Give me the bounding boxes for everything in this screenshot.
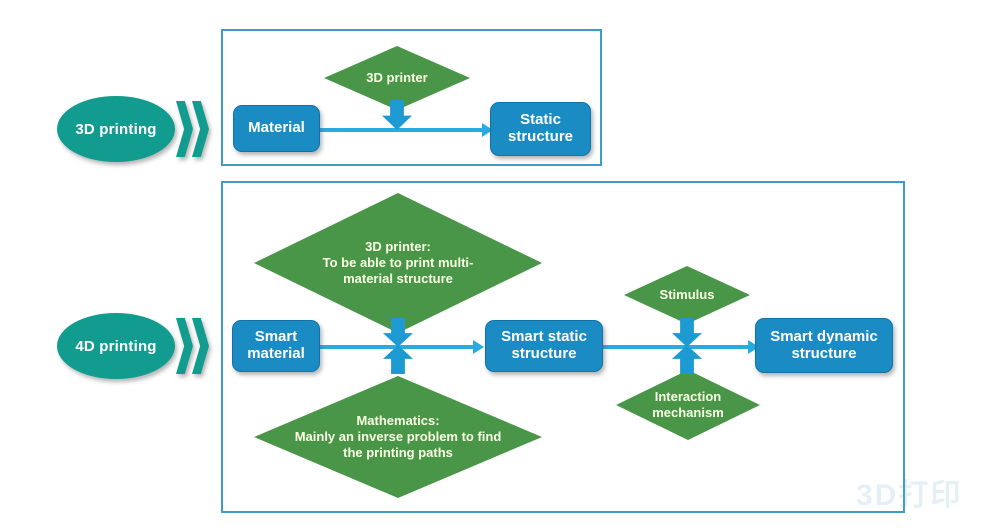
diamond-line1: Mathematics: xyxy=(356,413,440,429)
connector-material-to-static xyxy=(318,128,486,132)
box-material: Material xyxy=(233,105,320,152)
box-smart-dynamic-structure: Smart dynamic structure xyxy=(755,318,893,373)
chevron-right-icon xyxy=(176,318,193,374)
diamond-interaction-mechanism-label: Interaction mechanism xyxy=(644,389,732,421)
box-smart-material-line2: material xyxy=(247,345,305,362)
box-smart-dynamic-structure-line1: Smart dynamic xyxy=(770,327,878,345)
box-static-structure-line2: structure xyxy=(507,128,574,145)
box-smart-static-structure: Smart static structure xyxy=(485,320,603,372)
diamond-line2: Mainly an inverse problem to find xyxy=(294,429,502,445)
box-static-structure-line1: Static xyxy=(520,111,561,129)
diamond-3d-printer-multimaterial-label: 3D printer: To be able to print multi- m… xyxy=(315,239,482,287)
chevron-double-icon-3d xyxy=(176,101,209,157)
connector-smartstatic-to-smartdynamic xyxy=(600,345,752,349)
diamond-line1: 3D printer: xyxy=(365,239,431,255)
diamond-mathematics-label: Mathematics: Mainly an inverse problem t… xyxy=(287,413,510,461)
chevron-right-icon xyxy=(176,101,193,157)
stage-label-3d-printing: 3D printing xyxy=(57,96,209,162)
box-material-label: Material xyxy=(248,119,305,137)
diamond-line3: the printing paths xyxy=(343,444,453,460)
diamond-line2: mechanism xyxy=(652,405,724,420)
ellipse-3d-printing: 3D printing xyxy=(57,96,175,162)
arrowhead-icon-smartstatic-to-smartdynamic xyxy=(748,340,759,354)
arrowhead-icon-material-to-static xyxy=(482,123,493,137)
box-smart-static-structure-line2: structure xyxy=(511,345,577,362)
arrowhead-icon-smartmaterial-to-smartstatic xyxy=(473,340,484,354)
chevron-double-icon-4d xyxy=(176,318,209,374)
ellipse-4d-printing: 4D printing xyxy=(57,313,175,379)
diamond-line1: Interaction xyxy=(654,389,722,405)
chevron-right-icon xyxy=(192,318,209,374)
box-static-structure: Static structure xyxy=(490,102,591,156)
diamond-line3: material structure xyxy=(343,270,453,286)
box-smart-static-structure-line1: Smart static xyxy=(501,328,587,346)
diamond-line2: To be able to print multi- xyxy=(322,255,474,271)
diamond-3d-printer-label: 3D printer xyxy=(366,70,428,86)
stage-label-4d-printing: 4D printing xyxy=(57,313,209,379)
box-smart-material-line1: Smart xyxy=(254,328,298,346)
box-smart-dynamic-structure-line2: structure xyxy=(791,344,857,362)
diamond-stimulus-label: Stimulus xyxy=(659,287,715,303)
box-smart-material: Smart material xyxy=(232,320,320,372)
chevron-right-icon xyxy=(192,101,209,157)
